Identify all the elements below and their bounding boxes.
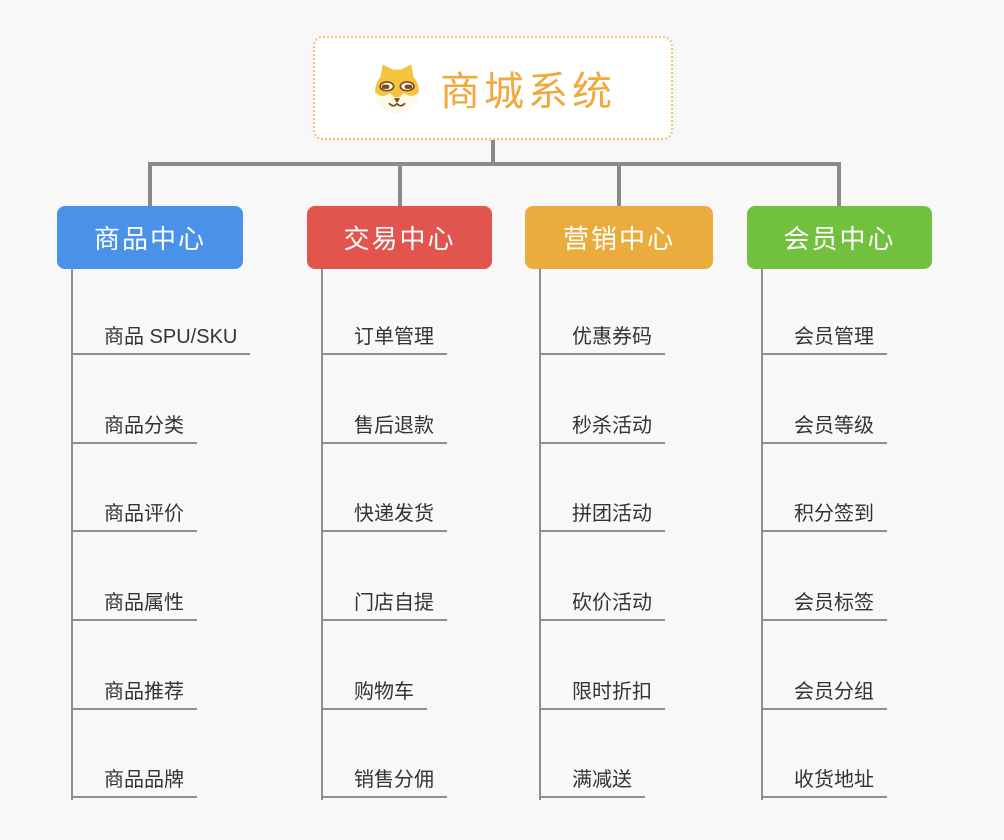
leaf-node[interactable]: 会员分组 [761, 677, 887, 710]
leaf-node[interactable]: 拼团活动 [539, 499, 665, 532]
connector-drop-3 [617, 164, 621, 206]
leaf-node[interactable]: 积分签到 [761, 499, 887, 532]
leaf-node[interactable]: 限时折扣 [539, 677, 665, 710]
branch-node-trade-center[interactable]: 交易中心 [307, 206, 492, 269]
branch-node-member-center[interactable]: 会员中心 [747, 206, 932, 269]
leaf-node[interactable]: 购物车 [321, 677, 427, 710]
leaf-node[interactable]: 砍价活动 [539, 588, 665, 621]
leaf-node[interactable]: 售后退款 [321, 411, 447, 444]
leaf-node[interactable]: 销售分佣 [321, 765, 447, 798]
connector-trunk-1 [71, 269, 73, 800]
leaf-node[interactable]: 收货地址 [761, 765, 887, 798]
leaf-node[interactable]: 商品评价 [71, 499, 197, 532]
connector-trunk-2 [321, 269, 323, 800]
leaf-node[interactable]: 优惠券码 [539, 322, 665, 355]
connector-drop-1 [148, 164, 152, 206]
leaf-node[interactable]: 商品品牌 [71, 765, 197, 798]
leaf-node[interactable]: 商品分类 [71, 411, 197, 444]
leaf-node[interactable]: 会员标签 [761, 588, 887, 621]
leaf-node[interactable]: 满减送 [539, 765, 645, 798]
leaf-node[interactable]: 秒杀活动 [539, 411, 665, 444]
connector-drop-4 [837, 164, 841, 206]
dog-face-icon [370, 61, 424, 115]
connector-root-drop [491, 140, 495, 164]
leaf-node[interactable]: 商品推荐 [71, 677, 197, 710]
connector-bus [148, 162, 841, 166]
leaf-node[interactable]: 会员管理 [761, 322, 887, 355]
leaf-node[interactable]: 商品属性 [71, 588, 197, 621]
leaf-node[interactable]: 会员等级 [761, 411, 887, 444]
branch-node-marketing-center[interactable]: 营销中心 [525, 206, 713, 269]
connector-trunk-3 [539, 269, 541, 800]
connector-drop-2 [398, 164, 402, 206]
leaf-node[interactable]: 门店自提 [321, 588, 447, 621]
branch-node-product-center[interactable]: 商品中心 [57, 206, 243, 269]
root-title: 商城系统 [440, 70, 616, 114]
leaf-node[interactable]: 订单管理 [321, 322, 447, 355]
leaf-node[interactable]: 商品 SPU/SKU [71, 322, 251, 355]
leaf-node[interactable]: 快递发货 [321, 499, 447, 532]
root-node[interactable]: 商城系统 [313, 36, 673, 140]
connector-trunk-4 [761, 269, 763, 800]
